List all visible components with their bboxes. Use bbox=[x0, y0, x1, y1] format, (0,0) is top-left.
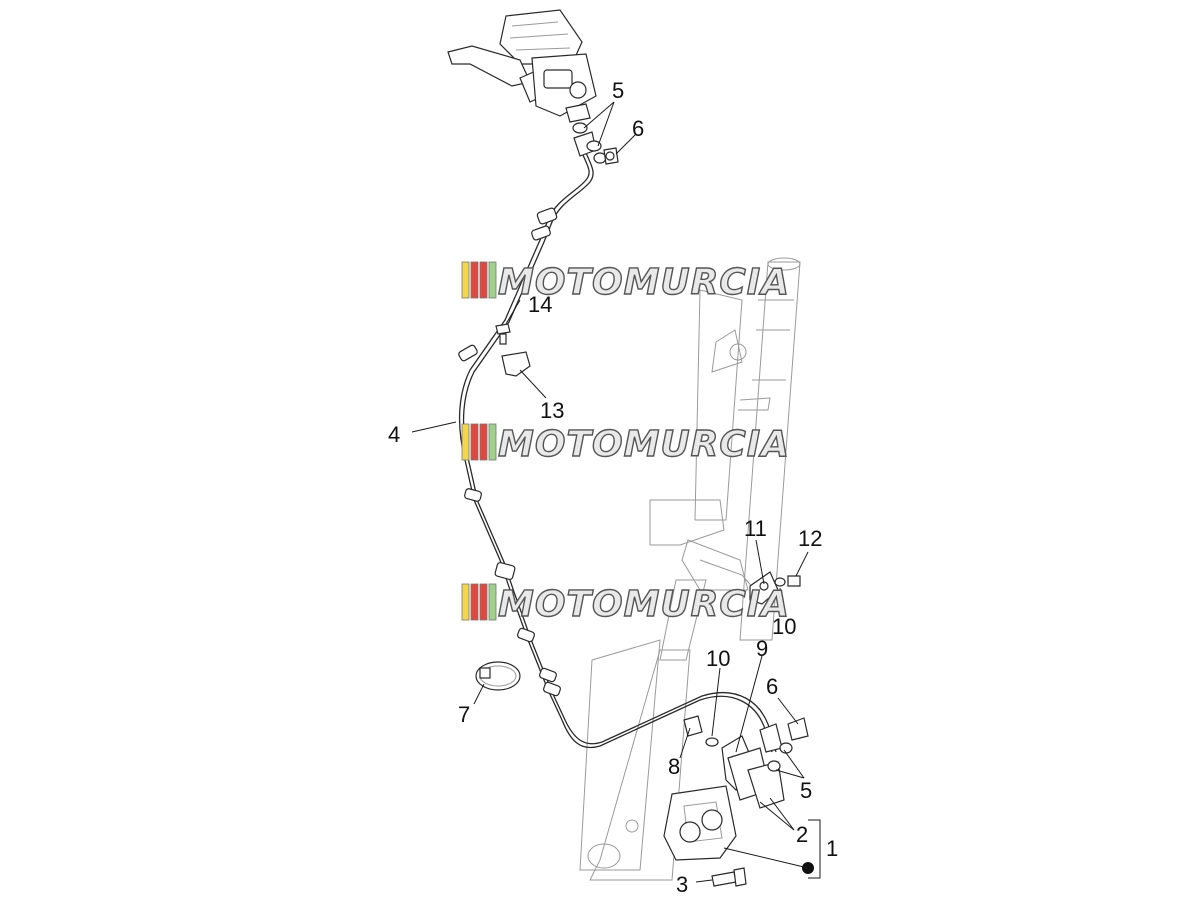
watermark-3: MOTOMURCIA bbox=[461, 583, 790, 626]
callout-labels: 5 6 14 13 4 11 12 10 10 9 6 7 8 5 2 1 3 bbox=[388, 78, 838, 897]
banjo-bolt-bottom bbox=[787, 717, 809, 741]
callout-14: 14 bbox=[528, 292, 552, 317]
watermark-stripe bbox=[470, 423, 479, 461]
bolt-14 bbox=[495, 323, 511, 345]
callout-4: 4 bbox=[388, 422, 400, 447]
callout-12: 12 bbox=[798, 526, 822, 551]
callout-2: 2 bbox=[796, 822, 808, 847]
watermark-text: MOTOMURCIA bbox=[498, 584, 790, 625]
callout-3: 3 bbox=[676, 872, 688, 897]
callout-6-bottom: 6 bbox=[766, 674, 778, 699]
callout-5-bottom: 5 bbox=[800, 778, 812, 803]
callout-10-lower: 10 bbox=[706, 646, 730, 671]
brake-pads bbox=[727, 747, 785, 809]
watermark-2: MOTOMURCIA bbox=[461, 423, 790, 466]
brake-hose bbox=[458, 131, 783, 753]
watermark-stripe bbox=[461, 423, 470, 461]
brake-caliper bbox=[663, 785, 737, 861]
washer-10-upper bbox=[774, 577, 786, 587]
pin-8 bbox=[683, 715, 703, 737]
callout-8: 8 bbox=[668, 754, 680, 779]
watermark-stripe bbox=[488, 423, 497, 461]
watermark-stripe bbox=[461, 261, 470, 299]
callout-9: 9 bbox=[756, 636, 768, 661]
callout-10-upper: 10 bbox=[772, 614, 796, 639]
callout-7: 7 bbox=[458, 702, 470, 727]
watermark-stripe bbox=[488, 583, 497, 621]
watermark-text: MOTOMURCIA bbox=[498, 424, 790, 465]
watermark-stripe bbox=[479, 583, 488, 621]
washer-10-lower bbox=[705, 737, 719, 747]
caliper-bolt-3 bbox=[711, 867, 747, 887]
watermark-stripe bbox=[488, 261, 497, 299]
banjo-washers-bottom bbox=[767, 742, 793, 772]
watermark-text: MOTOMURCIA bbox=[498, 262, 790, 303]
handlebar-master-cylinder bbox=[447, 9, 597, 123]
callout-6-top: 6 bbox=[632, 116, 644, 141]
hose-clamp-13 bbox=[501, 351, 531, 377]
callout-11: 11 bbox=[744, 516, 767, 541]
banjo-washers-top bbox=[572, 122, 607, 164]
hose-bracket-11 bbox=[749, 571, 779, 605]
cable-tie-7 bbox=[475, 661, 521, 691]
watermark-stripe bbox=[470, 583, 479, 621]
watermark-stripe bbox=[461, 583, 470, 621]
banjo-bolt-top bbox=[603, 147, 619, 165]
callout-5-top: 5 bbox=[612, 78, 624, 103]
watermark-stripe bbox=[470, 261, 479, 299]
watermark-stripe bbox=[479, 261, 488, 299]
callout-1: 1 bbox=[826, 836, 838, 861]
leader-lines bbox=[411, 101, 821, 883]
callout-13: 13 bbox=[540, 398, 564, 423]
watermark-1: MOTOMURCIA bbox=[461, 261, 790, 304]
watermark-stripe bbox=[479, 423, 488, 461]
